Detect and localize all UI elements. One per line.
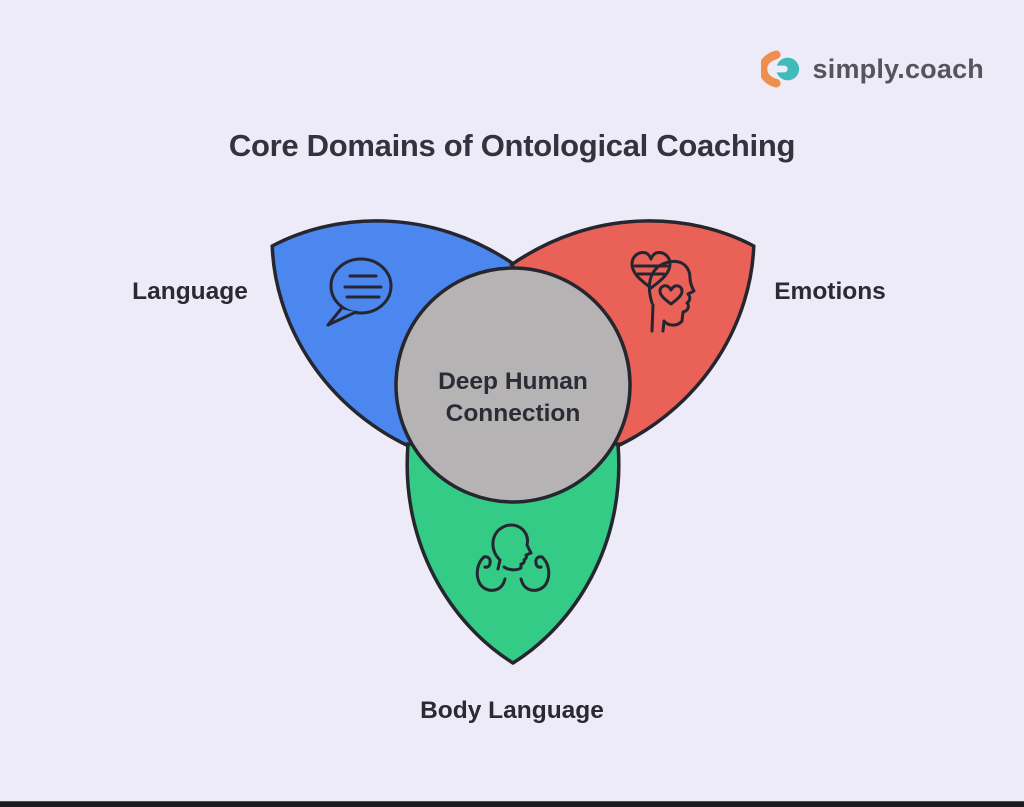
logo-slot	[769, 65, 788, 73]
bottom-edge-bar	[0, 801, 1024, 807]
head-with-hearts-icon	[630, 251, 696, 333]
label-body-language: Body Language	[420, 697, 604, 724]
label-emotions: Emotions	[774, 278, 886, 305]
logo-text: simply.coach	[812, 53, 984, 84]
center-circle	[394, 266, 632, 504]
page-title: Core Domains of Ontological Coaching	[228, 128, 796, 163]
simply-coach-logo-icon	[760, 50, 799, 88]
logo-orange-arc	[760, 50, 781, 88]
logo: simply.coach	[760, 50, 984, 88]
hands-holding-head-icon	[475, 523, 551, 592]
speech-bubble-icon	[326, 257, 393, 327]
label-language: Language	[132, 278, 248, 305]
center-circle-label: Deep Human Connection	[438, 368, 588, 427]
